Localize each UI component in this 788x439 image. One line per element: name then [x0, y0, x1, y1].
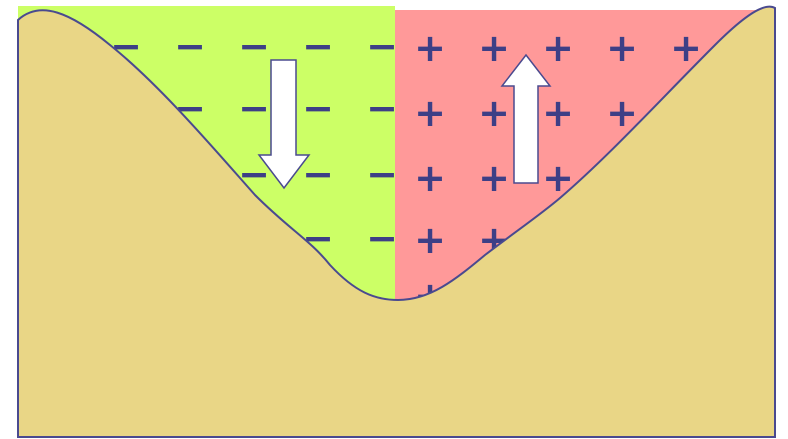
negative-sign: −: [366, 86, 398, 130]
positive-sign: +: [542, 91, 574, 135]
negative-sign: −: [238, 86, 270, 130]
arrow-down-icon: [257, 59, 311, 190]
negative-sign: −: [366, 24, 398, 68]
negative-sign: −: [366, 216, 398, 260]
negative-sign: −: [238, 24, 270, 68]
positive-sign: +: [414, 91, 446, 135]
valley-ground: [17, 5, 776, 438]
negative-sign: −: [366, 152, 398, 196]
arrow-up-icon: [500, 53, 552, 184]
negative-sign: −: [302, 152, 334, 196]
positive-sign: +: [414, 26, 446, 70]
positive-sign: +: [542, 26, 574, 70]
positive-sign: +: [478, 91, 510, 135]
positive-sign: +: [606, 26, 638, 70]
positive-sign: +: [478, 26, 510, 70]
negative-sign: −: [302, 86, 334, 130]
positive-sign: +: [414, 156, 446, 200]
positive-sign: +: [414, 218, 446, 262]
negative-sign: −: [302, 24, 334, 68]
negative-sign: −: [174, 24, 206, 68]
positive-sign: +: [478, 156, 510, 200]
